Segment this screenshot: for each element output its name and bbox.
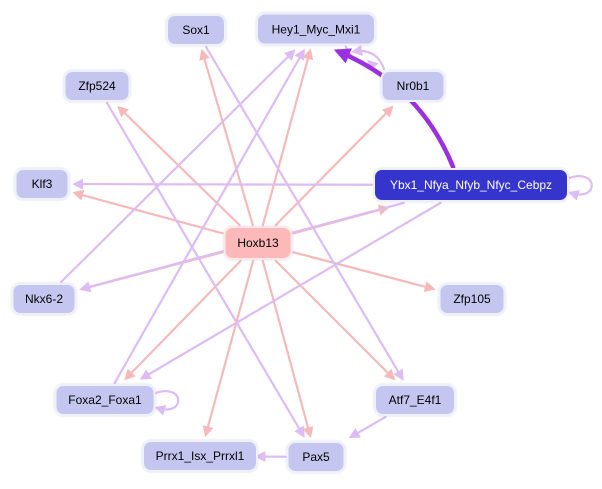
node-atf7[interactable]: Atf7_E4f1: [374, 384, 456, 416]
edge-hoxb13-hey1: [261, 48, 314, 227]
node-zfp105[interactable]: Zfp105: [438, 283, 506, 315]
edge-ybx1-klf3: [72, 178, 374, 190]
edge-hoxb13-zfp524: [117, 105, 241, 227]
node-prrx1[interactable]: Prrx1_Isx_Prrxl1: [142, 440, 258, 472]
node-pax5[interactable]: Pax5: [286, 441, 346, 473]
node-label: Prrx1_Isx_Prrxl1: [155, 449, 245, 463]
edge-ybx1-hey1: [333, 48, 456, 170]
node-label: Hey1_Myc_Mxi1: [271, 22, 361, 36]
node-label: Foxa2_Foxa1: [68, 393, 142, 407]
edge-hoxb13-prrx1: [202, 259, 255, 438]
node-zfp524[interactable]: Zfp524: [63, 70, 131, 102]
edge-nr0b1-hey1: [351, 44, 386, 71]
edge-hoxb13-pax5: [261, 259, 314, 439]
edge-hoxb13-nr0b1: [274, 105, 394, 227]
edge-foxa2-foxa2: [154, 390, 180, 416]
edge-sox1-atf7: [204, 45, 404, 381]
node-foxa2[interactable]: Foxa2_Foxa1: [54, 384, 156, 416]
edge-nkx62-hey1: [60, 49, 296, 284]
node-nkx62[interactable]: Nkx6-2: [11, 283, 77, 315]
node-hey1[interactable]: Hey1_Myc_Mxi1: [256, 12, 376, 46]
node-nr0b1[interactable]: Nr0b1: [380, 70, 446, 102]
edge-foxa2-hey1: [113, 48, 305, 385]
node-label: Zfp524: [78, 79, 116, 93]
edge-hoxb13-sox1: [199, 48, 254, 227]
node-label: Atf7_E4f1: [388, 393, 442, 407]
edge-zfp524-pax5: [105, 101, 305, 438]
node-label: Sox1: [182, 23, 210, 37]
node-label: Ybx1_Nfya_Nfyb_Nfyc_Cebpz: [389, 178, 553, 192]
edge-ybx1-foxa2: [139, 201, 442, 380]
node-ybx1[interactable]: Ybx1_Nfya_Nfyb_Nfyc_Cebpz: [373, 168, 569, 202]
node-label: Nkx6-2: [24, 292, 63, 306]
node-label: Zfp105: [453, 292, 491, 306]
node-label: Hoxb13: [237, 236, 279, 250]
edge-atf7-pax5: [348, 415, 387, 439]
edge-hoxb13-foxa2: [124, 259, 242, 381]
node-label: Pax5: [302, 450, 330, 464]
edge-hoxb13-atf7: [274, 259, 396, 381]
node-hoxb13[interactable]: Hoxb13: [223, 226, 293, 260]
node-sox1[interactable]: Sox1: [166, 14, 226, 46]
node-label: Nr0b1: [396, 79, 430, 93]
edge-hoxb13-zfp105: [292, 251, 436, 293]
node-klf3[interactable]: Klf3: [14, 168, 70, 200]
edge-hoxb13-klf3: [72, 189, 224, 235]
edge-ybx1-ybx1: [567, 175, 593, 201]
node-label: Klf3: [31, 177, 53, 191]
